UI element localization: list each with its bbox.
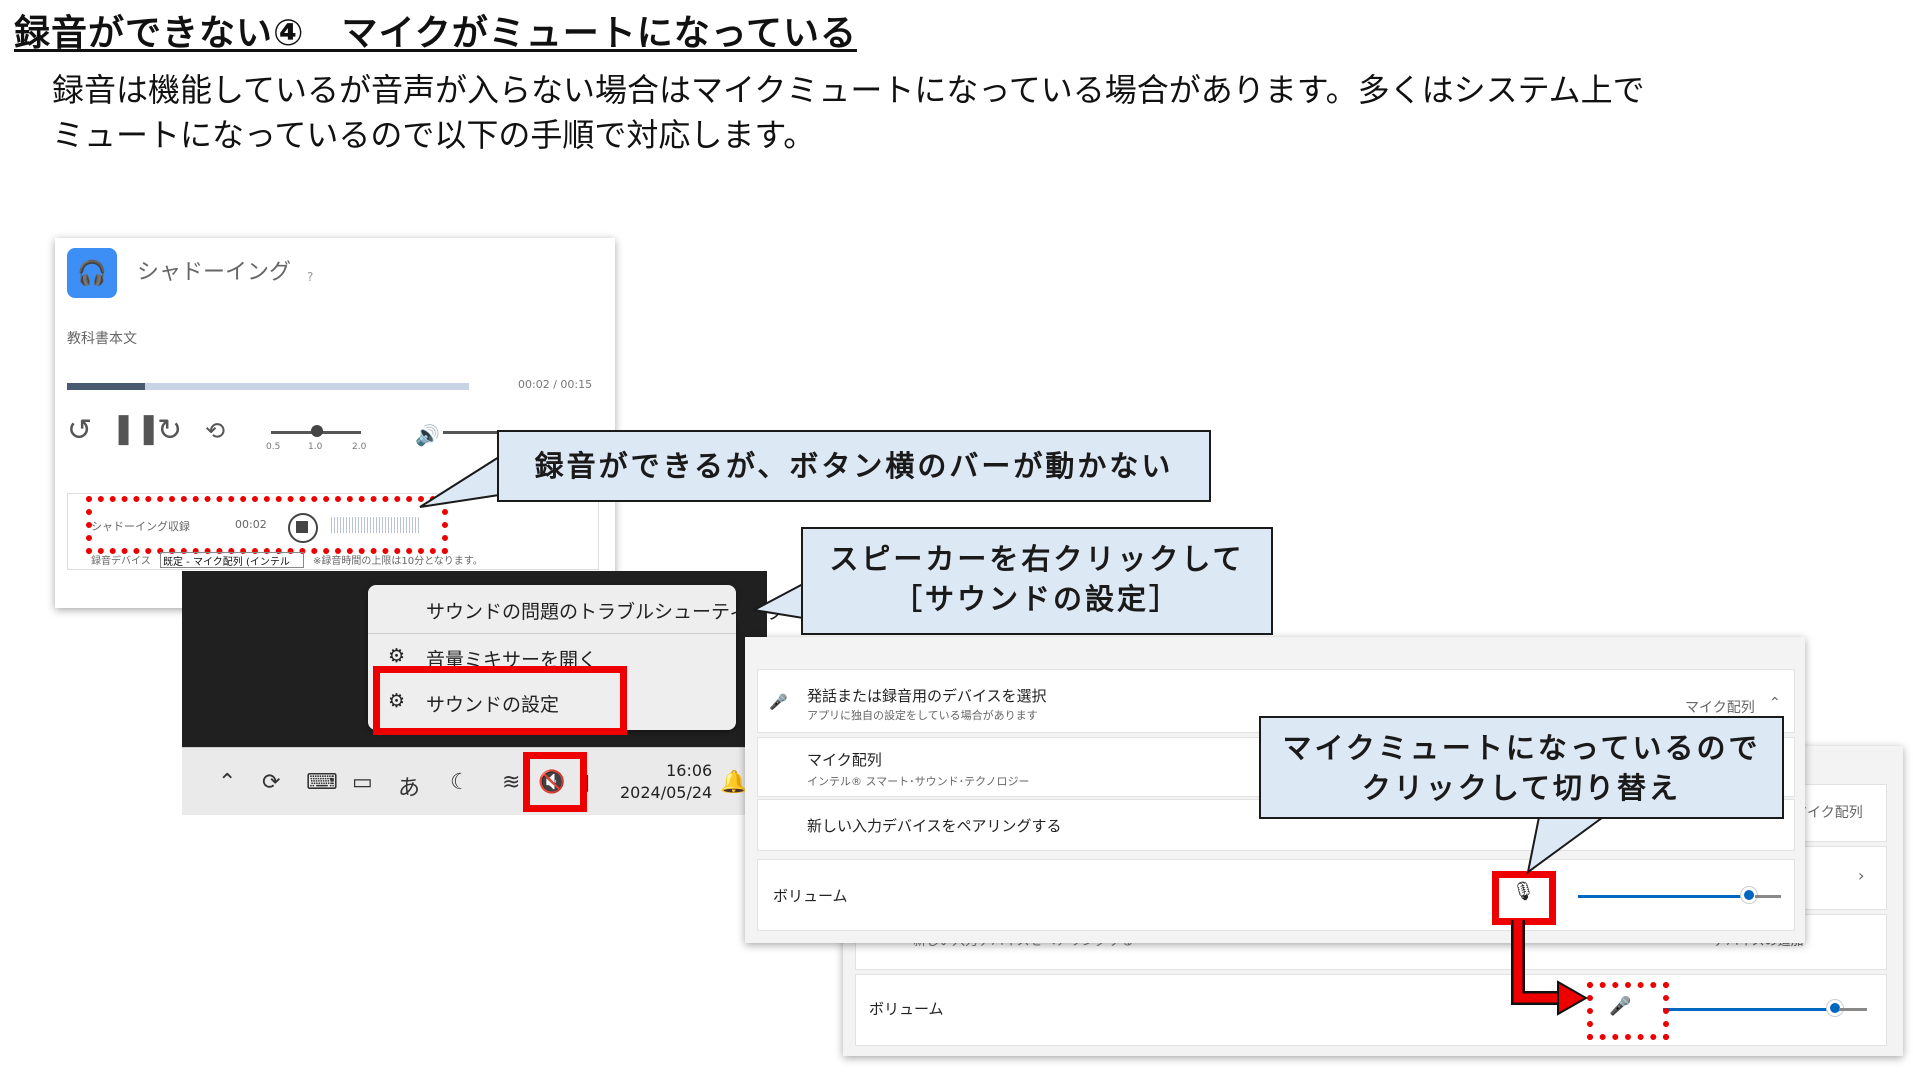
volume-slider[interactable]	[443, 431, 503, 434]
ab-repeat-icon[interactable]: ⟲	[205, 417, 226, 445]
device-select-title: 発話または録音用のデバイスを選択	[807, 687, 1047, 705]
wifi-icon[interactable]: ≋	[502, 770, 521, 795]
microphone-icon[interactable]: 🎤	[1609, 996, 1632, 1017]
recording-box	[67, 493, 599, 570]
volume-icon[interactable]: 🔊	[415, 423, 440, 447]
speed-tick: 1.0	[308, 442, 323, 452]
chevron-up-icon[interactable]: ⌃	[1769, 695, 1781, 711]
callout-pointer	[752, 582, 804, 620]
device-select-value[interactable]: マイク配列	[1685, 700, 1755, 716]
chevron-up-icon[interactable]: ⌃	[218, 770, 237, 795]
callout-pointer	[1526, 811, 1614, 875]
volume-label: ボリューム	[773, 887, 848, 905]
record-stop-button[interactable]	[288, 513, 318, 543]
gear-icon: ⚙	[388, 645, 406, 667]
volume-slider-rest	[1755, 895, 1781, 898]
speed-slider-knob[interactable]	[311, 425, 323, 437]
shadowing-app-panel: 🎧 シャドーイング ? 教科書本文 00:02 / 00:15 ↺ ❚❚ ↻ ⟲…	[55, 238, 615, 608]
speaker-muted-icon[interactable]: 🔇	[538, 770, 566, 795]
volume-slider-rest-after	[1839, 1008, 1867, 1011]
text-section-label: 教科書本文	[67, 331, 137, 347]
recording-label: シャドーイング収録	[91, 520, 190, 533]
help-icon[interactable]: ?	[307, 270, 314, 284]
callout-right-click: スピーカーを右クリックして ［サウンドの設定］	[801, 527, 1273, 635]
arrow-icon	[1511, 920, 1589, 1016]
mic-sub: インテル® スマート･サウンド･テクノロジー	[807, 775, 1030, 788]
unmuted-mic-highlight	[1587, 982, 1669, 1040]
callout-pointer	[419, 455, 500, 508]
keyboard-icon[interactable]: ⌨	[306, 770, 338, 795]
recording-time: 00:02	[235, 518, 267, 531]
context-menu: サウンドの問題のトラブルシューティング ⚙ 音量ミキサーを開く ⚙ サウンドの設…	[368, 585, 786, 730]
tablet-icon[interactable]: ▭	[352, 770, 373, 795]
device-label: 録音デバイス	[91, 556, 151, 567]
clock-date: 2024/05/24	[620, 783, 713, 802]
stop-icon	[296, 521, 308, 533]
playback-time: 00:02 / 00:15	[518, 378, 593, 391]
sound-settings-highlight	[373, 666, 627, 735]
muted-mic-highlight	[1492, 871, 1556, 925]
rewind-icon[interactable]: ↺	[67, 413, 93, 448]
pause-icon[interactable]: ❚❚	[111, 411, 162, 446]
device-select-value[interactable]: マイク配列	[1793, 805, 1863, 821]
volume-slider-after[interactable]	[1663, 1008, 1833, 1011]
pair-label: 新しい入力デバイスをペアリングする	[807, 817, 1062, 835]
taskbar	[182, 747, 767, 815]
app-title: シャドーイング	[137, 260, 292, 285]
microphone-icon: 🎤	[769, 693, 788, 711]
menu-item-sound-settings[interactable]: サウンドの設定	[426, 694, 560, 716]
mic-name: マイク配列	[807, 751, 882, 769]
gear-icon: ⚙	[388, 690, 406, 712]
chevron-right-icon[interactable]: ›	[1858, 866, 1865, 885]
menu-separator	[368, 633, 736, 634]
playback-progress-fill	[67, 383, 145, 390]
clock-time: 16:06	[666, 761, 713, 780]
menu-item-volume-mixer[interactable]: 音量ミキサーを開く	[426, 649, 598, 671]
recording-level-bar	[331, 517, 421, 533]
speed-tick: 2.0	[352, 442, 367, 452]
device-select[interactable]: 既定 - マイク配列 (インテル	[160, 552, 304, 568]
speaker-highlight	[523, 752, 587, 812]
microphone-muted-icon[interactable]: 🎙	[1512, 881, 1535, 902]
moon-icon[interactable]: ☾	[450, 770, 470, 795]
clock[interactable]: 16:06 2024/05/24	[620, 760, 712, 804]
device-select-sub: アプリに独自の設定をしている場合があります	[807, 709, 1038, 722]
recording-highlight	[86, 496, 448, 554]
volume-label-after: ボリューム	[869, 1000, 944, 1018]
callout-bar-not-moving: 録音ができるが、ボタン横のバーが動かない	[497, 430, 1211, 502]
playback-progress-track[interactable]	[67, 383, 469, 390]
callout-mic-muted: マイクミュートになっているので クリックして切り替え	[1259, 716, 1784, 819]
headphones-icon: 🎧	[67, 248, 117, 298]
forward-icon[interactable]: ↻	[157, 413, 183, 448]
sync-icon[interactable]: ⟳	[262, 770, 281, 795]
ime-indicator[interactable]: あ	[398, 776, 421, 801]
menu-item-troubleshoot[interactable]: サウンドの問題のトラブルシューティング	[426, 601, 786, 623]
description-text: 録音は機能しているが音声が入らない場合はマイクミュートになっている場合があります…	[52, 71, 1645, 154]
bell-icon[interactable]: 🔔	[720, 770, 748, 795]
speed-tick: 0.5	[266, 442, 281, 452]
volume-slider[interactable]	[1578, 895, 1746, 898]
recording-note: ※録音時間の上限は10分となります。	[313, 556, 483, 567]
page-title: 録音ができない④ マイクがミュートになっている	[14, 13, 857, 54]
